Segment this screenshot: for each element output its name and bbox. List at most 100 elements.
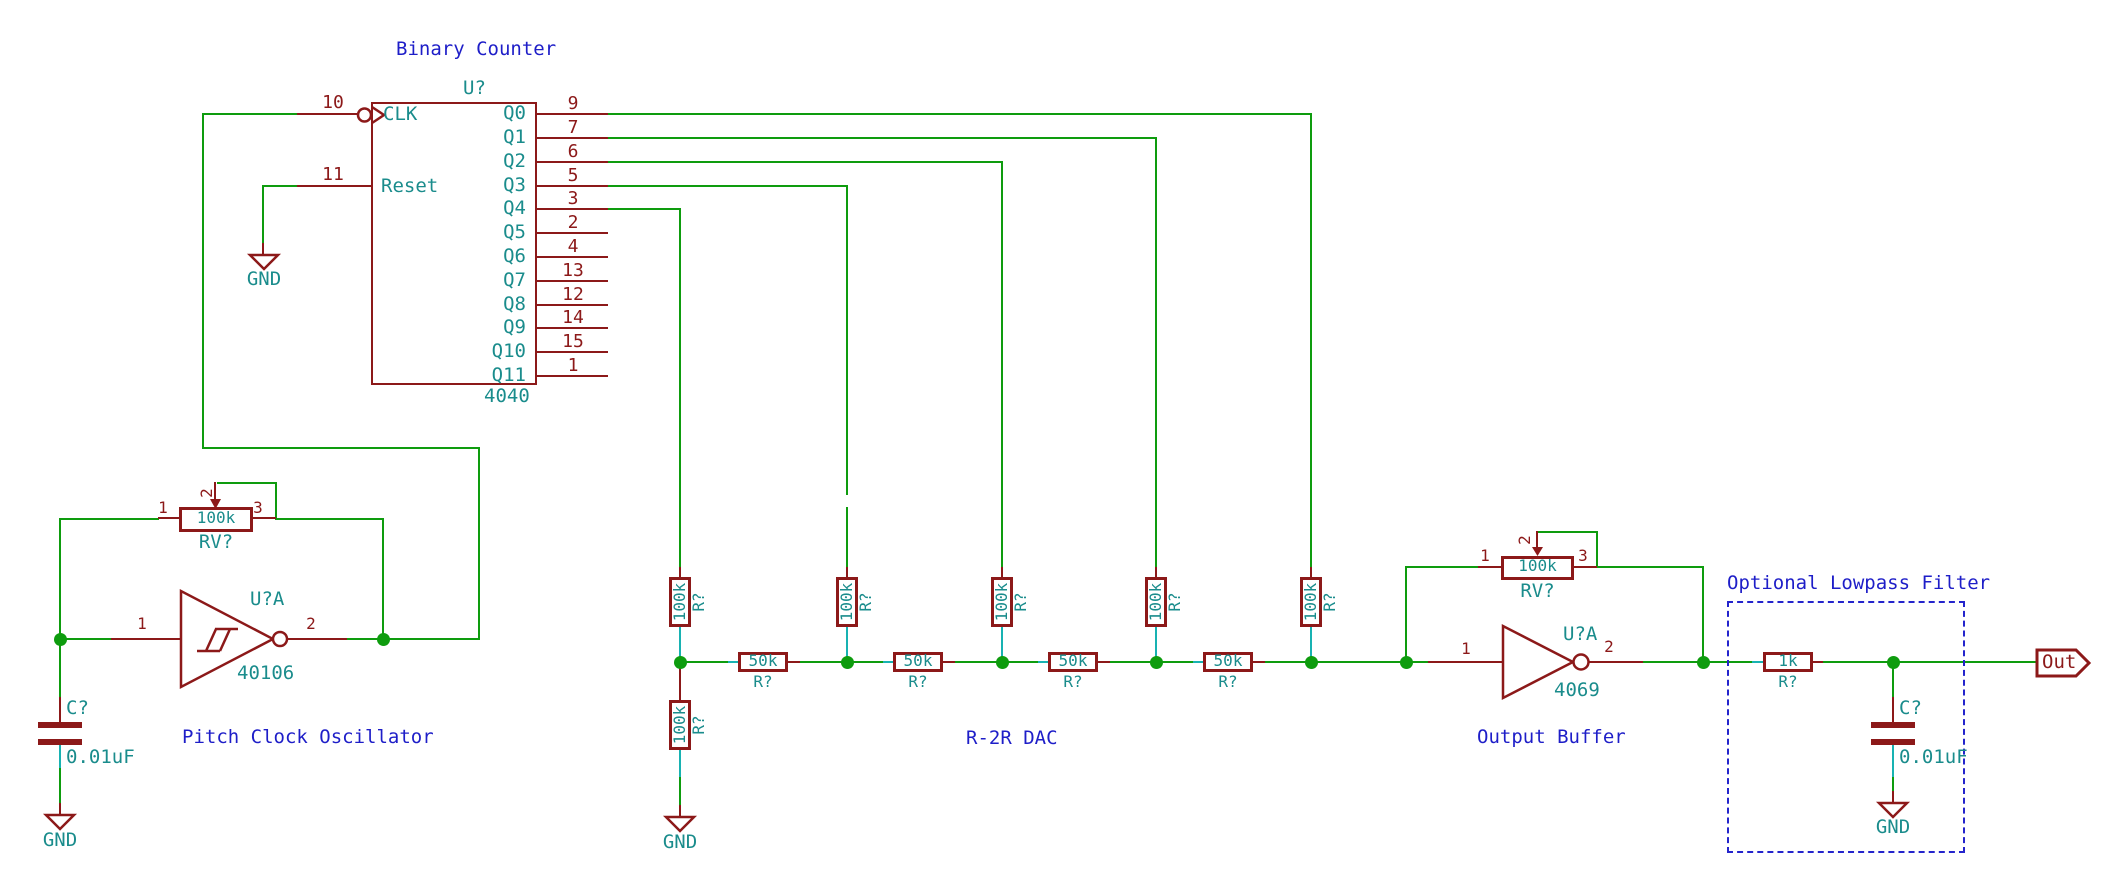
q9-pin-name: Q9 xyxy=(503,316,526,338)
q4-pin-name: Q4 xyxy=(503,197,526,219)
wire xyxy=(262,185,264,245)
cap-plate xyxy=(1871,739,1915,745)
inverter-pin-in-number: 1 xyxy=(137,614,147,633)
inverter-bubble xyxy=(271,630,289,648)
resistor-lead xyxy=(1813,661,1823,663)
q1-pin-name: Q1 xyxy=(503,126,526,148)
junction xyxy=(674,656,687,669)
resistor-lead xyxy=(1752,661,1763,663)
q8-pin-number: 12 xyxy=(562,284,584,305)
buffer-inverter-triangle xyxy=(1501,623,1576,701)
wire xyxy=(1596,531,1598,568)
resistor-value: 100k xyxy=(837,582,856,622)
resistor-body xyxy=(893,652,943,672)
wire xyxy=(217,482,277,484)
q7-pin xyxy=(537,280,608,282)
wire xyxy=(382,518,384,640)
gnd-triangle xyxy=(42,813,78,831)
wire xyxy=(1823,661,2037,663)
junction xyxy=(1697,656,1710,669)
wire xyxy=(478,447,480,640)
pot-value: 100k xyxy=(1518,556,1557,575)
resistor-value: 100k xyxy=(992,582,1011,622)
inverter-pin-out xyxy=(287,638,347,640)
cap-lead-top xyxy=(59,697,61,722)
resistor-ref: R? xyxy=(753,672,773,691)
wire xyxy=(1892,777,1894,791)
pot-pin1-number: 1 xyxy=(1480,546,1490,565)
resistor-lead xyxy=(1310,627,1312,662)
resistor-body xyxy=(836,577,858,627)
wire xyxy=(347,638,384,640)
gnd-label: GND xyxy=(662,831,698,853)
resistor-body xyxy=(1763,652,1813,672)
resistor-ref: R? xyxy=(908,672,928,691)
resistor-ref: R? xyxy=(1778,672,1798,691)
counter-body xyxy=(371,102,537,385)
wire xyxy=(203,113,298,115)
cap-value: 0.01uF xyxy=(66,746,135,768)
q11-pin-name: Q11 xyxy=(491,364,526,386)
wire xyxy=(846,185,848,495)
out-label-text: Out xyxy=(2042,651,2077,673)
pot-pin3 xyxy=(1574,566,1597,568)
resistor-lead xyxy=(1310,567,1312,577)
wire xyxy=(1001,161,1003,567)
pot-wiper-lead xyxy=(1536,531,1538,548)
wire xyxy=(1310,113,1312,567)
clk-pin-number: 10 xyxy=(322,92,344,113)
cap-plate xyxy=(38,722,82,728)
wire xyxy=(1155,137,1157,567)
q6-pin-number: 4 xyxy=(567,236,579,257)
q3-pin-name: Q3 xyxy=(503,174,526,196)
pot-pin1 xyxy=(158,517,180,519)
pot-pin1-number: 1 xyxy=(158,498,168,517)
gnd-triangle xyxy=(662,815,698,833)
junction xyxy=(54,633,67,646)
wire xyxy=(262,185,298,187)
resistor-ref: R? xyxy=(1218,672,1238,691)
wire xyxy=(1892,661,1894,697)
resistor-value: 50k xyxy=(1058,651,1088,670)
q5-pin-number: 2 xyxy=(567,212,579,233)
gnd-lead xyxy=(1892,791,1894,803)
junction xyxy=(841,656,854,669)
resistor-ref: R? xyxy=(1165,592,1184,612)
pot-pin3-number: 3 xyxy=(1578,546,1588,565)
wire xyxy=(59,768,61,803)
q0-pin-name: Q0 xyxy=(503,102,526,124)
cap-ref: C? xyxy=(66,697,89,719)
wire xyxy=(202,113,204,449)
resistor-value: 100k xyxy=(1146,582,1165,622)
q5-pin-name: Q5 xyxy=(503,221,526,243)
resistor-body xyxy=(1145,577,1167,627)
resistor-lead xyxy=(728,661,738,663)
resistor-ref: R? xyxy=(1011,592,1030,612)
clk-pin xyxy=(297,113,358,115)
cap-lead-top xyxy=(1892,697,1894,722)
wire xyxy=(1702,566,1704,662)
q3-pin xyxy=(537,185,608,187)
resistor-lead xyxy=(883,661,893,663)
resistor-lead xyxy=(943,661,955,663)
inverter-pin-out-number: 2 xyxy=(1604,637,1614,656)
q6-pin-name: Q6 xyxy=(503,245,526,267)
resistor-body xyxy=(738,652,788,672)
wire xyxy=(1405,567,1407,662)
wire xyxy=(679,777,681,805)
resistor-ref: R? xyxy=(1063,672,1083,691)
cap-lead-bottom xyxy=(1892,745,1894,777)
wire xyxy=(59,518,61,640)
q3-pin-number: 5 xyxy=(567,165,579,186)
resistor-lead xyxy=(846,567,848,577)
inverter-pin-out-number: 2 xyxy=(306,614,316,633)
junction xyxy=(1887,656,1900,669)
resistor-body xyxy=(1203,652,1253,672)
wire xyxy=(1405,566,1478,568)
resistor-value: 100k xyxy=(670,705,689,745)
resistor-value: 100k xyxy=(1301,582,1320,622)
junction xyxy=(1150,656,1163,669)
wire xyxy=(608,113,1312,115)
resistor-lead xyxy=(1155,567,1157,577)
